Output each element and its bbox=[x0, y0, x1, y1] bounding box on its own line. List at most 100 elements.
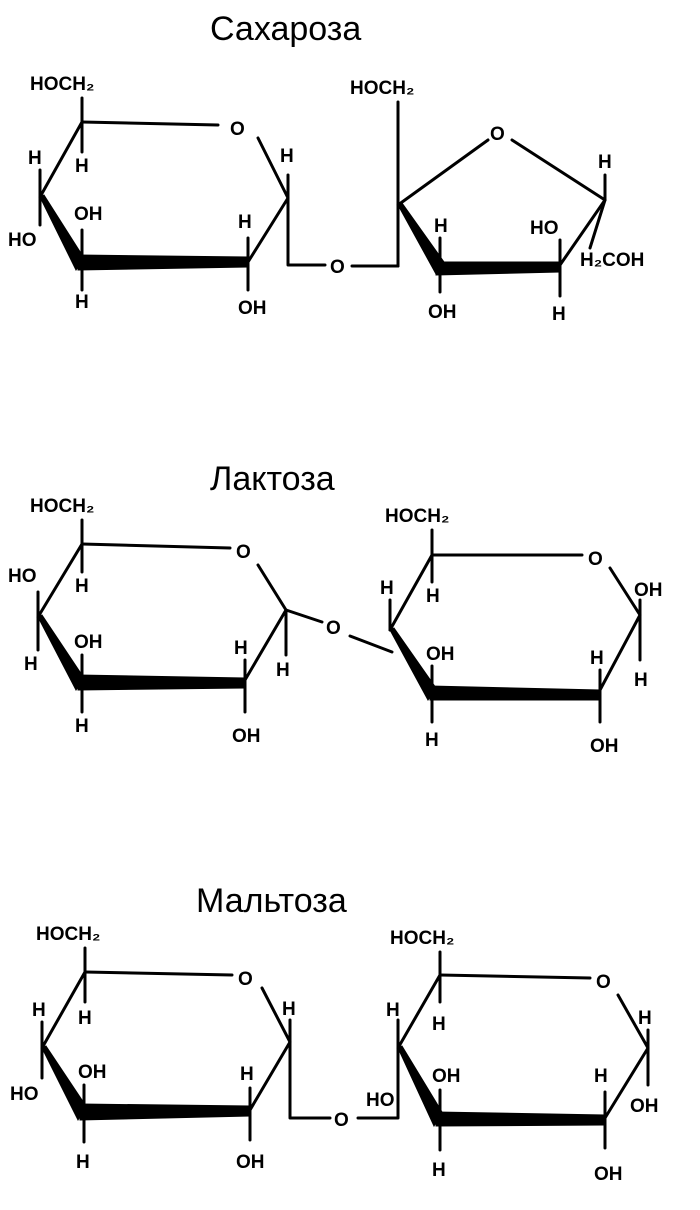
atom-label: HO bbox=[10, 1084, 39, 1105]
atom-label: H bbox=[634, 670, 648, 691]
atom-label: H bbox=[32, 1000, 46, 1021]
ring-front-wedge bbox=[41, 1045, 87, 1122]
glycosidic-bond bbox=[356, 1046, 400, 1120]
atom-label: OH bbox=[238, 298, 267, 319]
atom-label: OH bbox=[426, 644, 455, 665]
bond bbox=[256, 563, 288, 612]
atom-label: OH bbox=[594, 1164, 623, 1185]
atom-label: H bbox=[432, 1014, 446, 1035]
bond bbox=[260, 986, 292, 1044]
atom-label: H bbox=[598, 152, 612, 173]
atom-label: H bbox=[75, 716, 89, 737]
atom-label: HO bbox=[8, 566, 37, 587]
linking-oxygen-label: O bbox=[326, 618, 341, 639]
bond bbox=[38, 120, 84, 199]
atom-label: H bbox=[75, 576, 89, 597]
bond bbox=[40, 970, 87, 1050]
sucrose-diagram: Сахароза HOCH₂ O H H H HO OH H H bbox=[8, 10, 644, 325]
atom-label: H bbox=[552, 304, 566, 325]
ring-oxygen-label: O bbox=[596, 972, 611, 993]
atom-label: OH bbox=[428, 302, 457, 323]
bond bbox=[616, 993, 650, 1050]
atom-label: H bbox=[380, 578, 394, 599]
bond bbox=[598, 613, 642, 692]
ring-front-wedge bbox=[389, 627, 437, 701]
ring-front-wedge bbox=[39, 194, 85, 271]
maltose-diagram: Мальтоза HOCH₂ O H H HO OH H H bbox=[10, 882, 659, 1185]
atom-label: H bbox=[594, 1066, 608, 1087]
atom-label: HOCH₂ bbox=[30, 496, 94, 517]
atom-label: OH bbox=[232, 726, 261, 747]
atom-label: OH bbox=[432, 1066, 461, 1087]
atom-label: H bbox=[386, 1000, 400, 1021]
ring-oxygen-label: O bbox=[588, 549, 603, 570]
atom-label: HOCH₂ bbox=[36, 924, 100, 945]
glycosidic-bond bbox=[286, 196, 327, 267]
glucose-ring bbox=[388, 528, 642, 724]
glucose-ring bbox=[38, 96, 327, 292]
atom-label: H bbox=[28, 148, 42, 169]
diagram-title: Сахароза bbox=[210, 10, 361, 48]
bond bbox=[83, 970, 234, 977]
diagram-title: Мальтоза bbox=[196, 882, 347, 920]
atom-label: HO bbox=[530, 218, 559, 239]
bond bbox=[36, 542, 84, 619]
ring-front-wedge bbox=[429, 685, 601, 701]
bond bbox=[80, 120, 220, 127]
bond bbox=[396, 138, 490, 207]
atom-label: HOCH₂ bbox=[385, 506, 449, 527]
ring-front-wedge bbox=[37, 614, 85, 691]
atom-label: H bbox=[425, 730, 439, 751]
fructose-ring bbox=[350, 100, 607, 298]
glucose-ring-right bbox=[396, 950, 650, 1152]
ring-front-wedge bbox=[435, 1111, 606, 1127]
atom-label: HOCH₂ bbox=[30, 74, 94, 95]
ring-front-wedge bbox=[397, 1045, 443, 1128]
atom-label: HOCH₂ bbox=[350, 78, 414, 99]
atom-label: H₂COH bbox=[580, 250, 644, 271]
bond bbox=[248, 1040, 292, 1112]
atom-label: H bbox=[75, 156, 89, 177]
ring-oxygen-label: O bbox=[490, 124, 505, 145]
bond bbox=[388, 553, 434, 632]
atom-label: HOCH₂ bbox=[390, 928, 454, 949]
atom-label: OH bbox=[634, 580, 663, 601]
glycosidic-bond bbox=[284, 608, 324, 624]
atom-label: H bbox=[434, 216, 448, 237]
atom-label: H bbox=[75, 292, 89, 313]
atom-label: H bbox=[240, 1064, 254, 1085]
atom-label: H bbox=[590, 648, 604, 669]
atom-label: OH bbox=[74, 204, 103, 225]
atom-label: OH bbox=[74, 632, 103, 653]
atom-label: H bbox=[234, 638, 248, 659]
atom-label: H bbox=[76, 1152, 90, 1173]
bond bbox=[588, 198, 607, 250]
bond bbox=[608, 566, 642, 617]
ring-front-wedge bbox=[77, 674, 246, 691]
atom-label: HO bbox=[8, 230, 37, 251]
linking-oxygen-label: O bbox=[334, 1110, 349, 1131]
galactose-ring bbox=[36, 518, 394, 714]
bond bbox=[80, 542, 232, 550]
linking-oxygen-label: O bbox=[330, 257, 345, 278]
ring-front-wedge bbox=[79, 1103, 251, 1121]
atom-label: HO bbox=[366, 1090, 395, 1111]
bond bbox=[510, 138, 607, 202]
ring-front-wedge bbox=[77, 254, 249, 271]
glycosidic-bond bbox=[288, 1040, 332, 1120]
bond bbox=[246, 196, 290, 264]
atom-label: H bbox=[280, 146, 294, 167]
glycosidic-bond bbox=[348, 634, 394, 654]
ring-oxygen-label: O bbox=[236, 542, 251, 563]
ring-oxygen-label: O bbox=[230, 119, 245, 140]
atom-label: H bbox=[432, 1160, 446, 1181]
bond bbox=[558, 198, 607, 267]
atom-label: H bbox=[638, 1008, 652, 1029]
ring-front-wedge bbox=[435, 261, 561, 276]
atom-label: H bbox=[276, 660, 290, 681]
atom-label: OH bbox=[630, 1096, 659, 1117]
diagram-title: Лактоза bbox=[210, 460, 335, 498]
ring-oxygen-label: O bbox=[238, 969, 253, 990]
atom-label: OH bbox=[590, 736, 619, 757]
lactose-diagram: Лактоза HOCH₂ O HO H H OH H H bbox=[8, 460, 663, 757]
